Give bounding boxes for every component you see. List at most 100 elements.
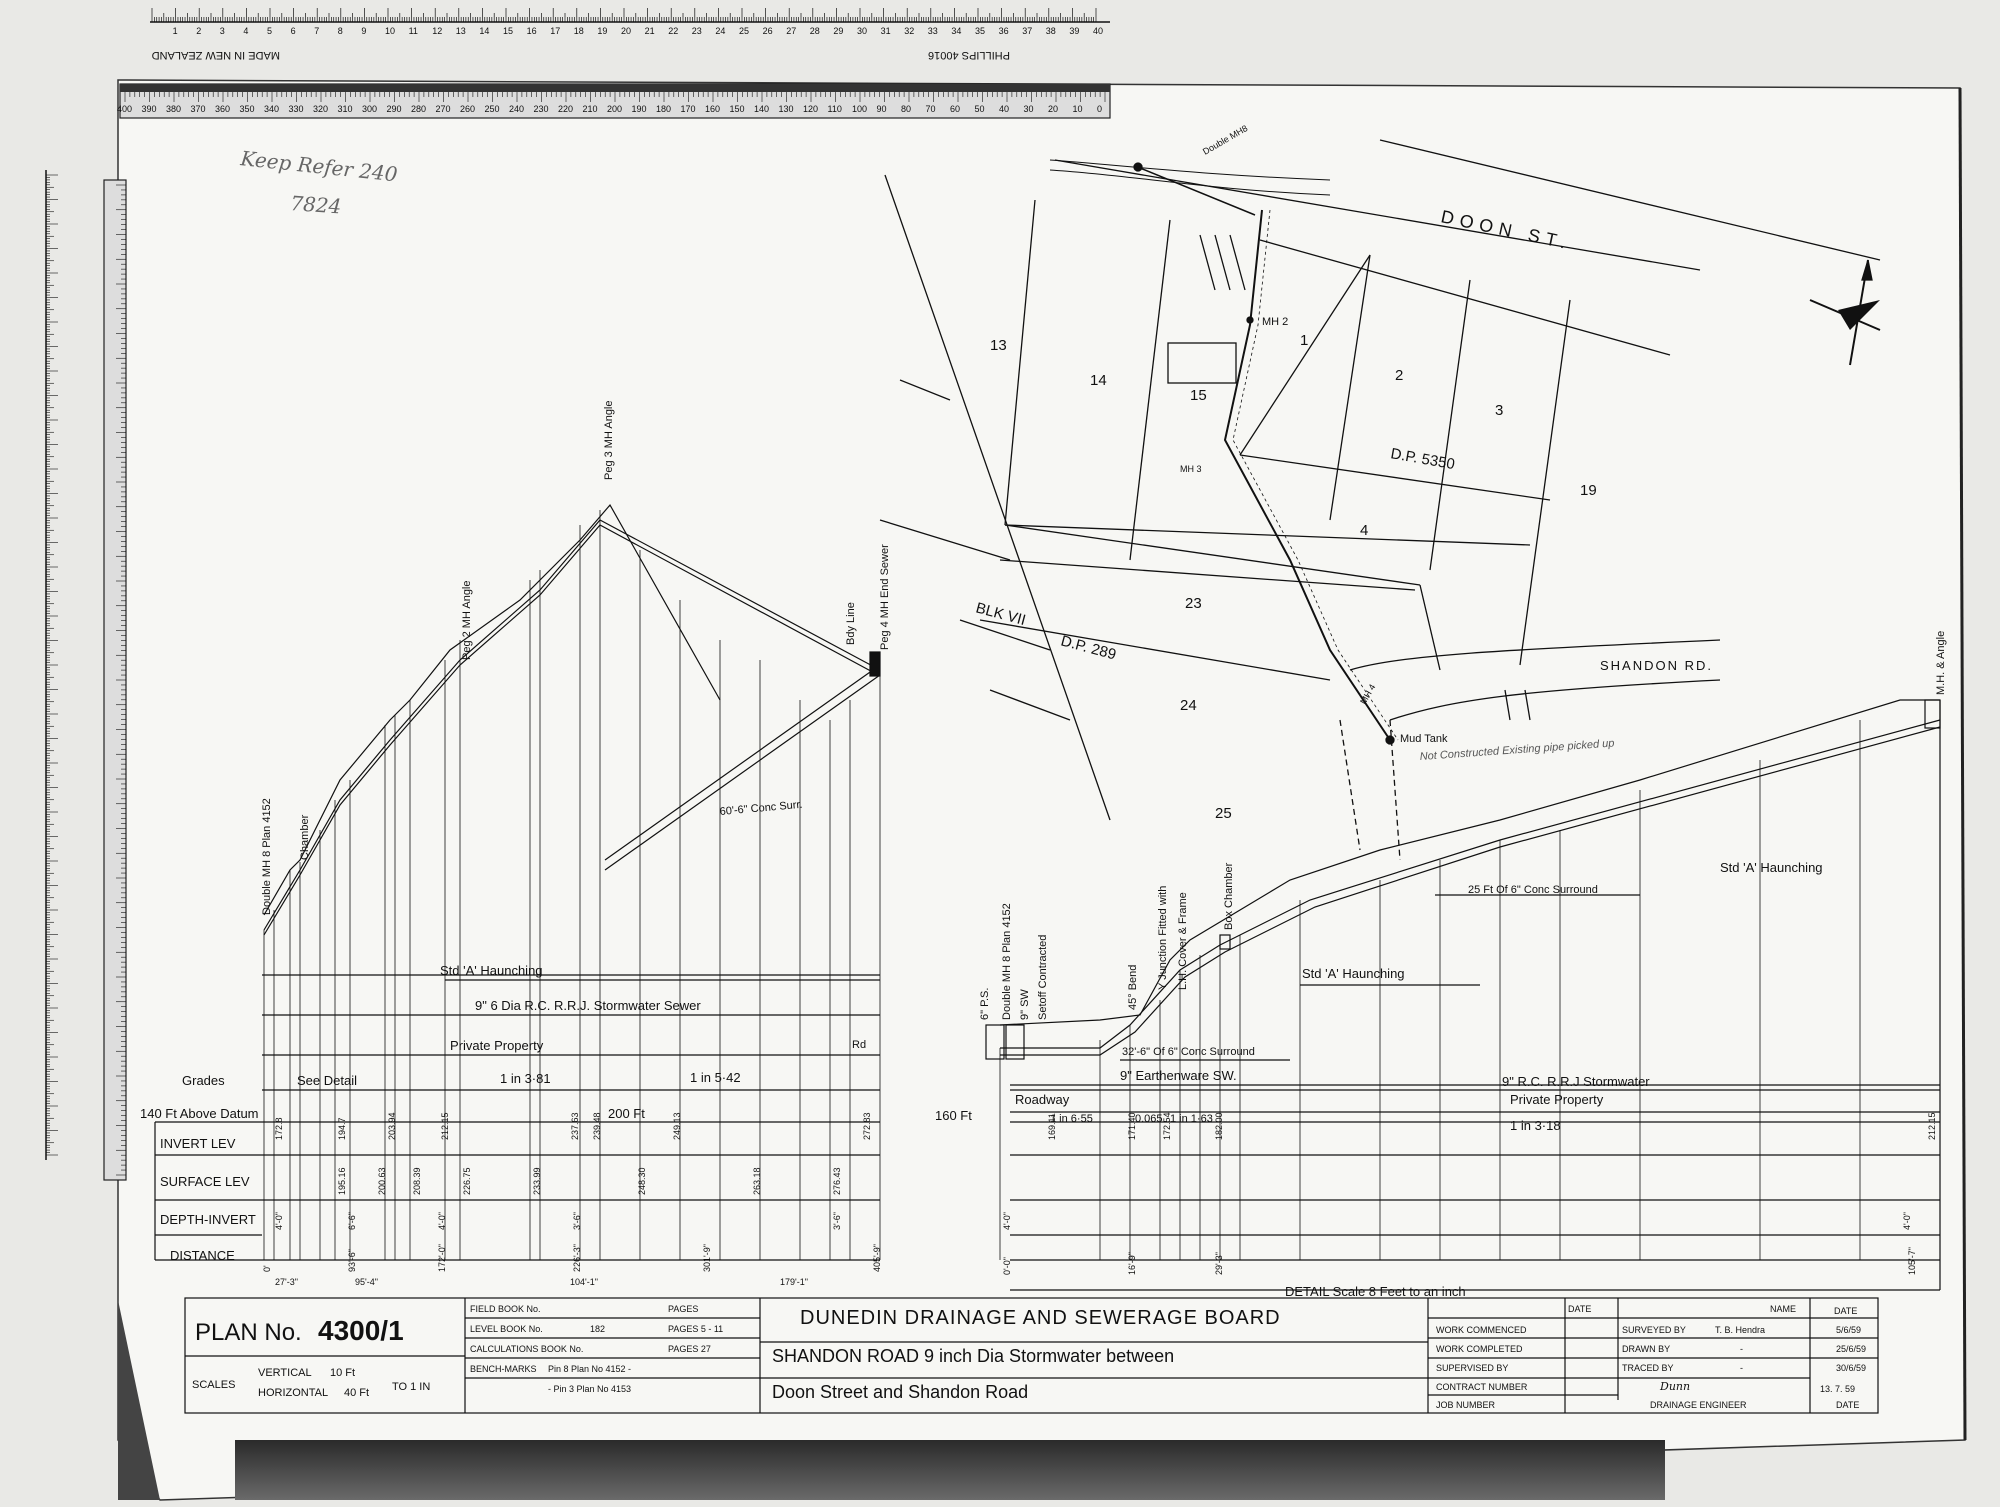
top-ruler-label: 32 — [904, 26, 914, 36]
scale-ruler-label: 20 — [1048, 104, 1058, 114]
top-ruler-label: 25 — [739, 26, 749, 36]
scale-ruler-label: 390 — [142, 104, 157, 114]
lp-distance-value: 93'-6" — [347, 1249, 357, 1272]
scales-vertical-val: 10 Ft — [330, 1367, 355, 1379]
scale-ruler-label: 290 — [387, 104, 402, 114]
scale-ruler-label: 370 — [191, 104, 206, 114]
lp-surface-value: 248.30 — [637, 1167, 647, 1195]
top-ruler-label: 12 — [432, 26, 442, 36]
rp-label-boxchamber: Box Chamber — [1223, 862, 1235, 930]
rp-grade-c: 1 in 3·18 — [1510, 1118, 1561, 1133]
top-ruler-label: 26 — [763, 26, 773, 36]
lot-label: 19 — [1580, 482, 1597, 499]
scale-ruler-label: 320 — [313, 104, 328, 114]
scale-ruler-label: 90 — [877, 104, 887, 114]
rp-label-ps: 6" P.S. — [979, 988, 991, 1020]
top-ruler-label: 30 — [857, 26, 867, 36]
scales-horizontal-val: 40 Ft — [344, 1387, 369, 1399]
top-ruler-label: 24 — [715, 26, 725, 36]
lp-grades: Grades — [182, 1073, 225, 1088]
supervised-by: SUPERVISED BY — [1436, 1363, 1508, 1373]
rp-grade-b: 1 in 1·63 — [1170, 1113, 1213, 1125]
lp-datum-200: 200 Ft — [608, 1106, 645, 1121]
top-ruler-label: 14 — [479, 26, 489, 36]
drawn-name: - — [1740, 1344, 1743, 1354]
lp-depth-value: 4'-0" — [437, 1212, 447, 1230]
top-ruler-label: 37 — [1022, 26, 1032, 36]
lp-row-invert: INVERT LEV — [160, 1136, 236, 1151]
rp-haunching-mid: Std 'A' Haunching — [1302, 966, 1405, 981]
lp-grade-see-detail: See Detail — [297, 1073, 357, 1088]
scale-ruler-label: 170 — [681, 104, 696, 114]
scale-ruler-label: 210 — [583, 104, 598, 114]
lp-invert-value: 249.13 — [672, 1112, 682, 1140]
rp-depth-value: 4'-0" — [1902, 1212, 1912, 1230]
lot-label: 4 — [1360, 522, 1368, 539]
street-shandon: SHANDON RD. — [1600, 658, 1713, 673]
scale-ruler-label: 120 — [803, 104, 818, 114]
lp-distance-value: 172'-0" — [437, 1244, 447, 1272]
lp-depth-value: 6'-6" — [347, 1212, 357, 1230]
scale-ruler-label: 400 — [117, 104, 132, 114]
field-book-label: FIELD BOOK No. — [470, 1304, 541, 1314]
engineer-signature: Dunn — [1659, 1380, 1690, 1393]
scan-shadow — [235, 1440, 1665, 1500]
scale-ruler-label: 380 — [166, 104, 181, 114]
title-line-2: Doon Street and Shandon Road — [772, 1382, 1028, 1402]
lp-haunching: Std 'A' Haunching — [440, 963, 543, 978]
lp-row-distance: DISTANCE — [170, 1248, 235, 1263]
lot-label: 24 — [1180, 697, 1197, 714]
job-number: JOB NUMBER — [1436, 1400, 1496, 1410]
top-ruler-label: 22 — [668, 26, 678, 36]
lot-label: 23 — [1185, 595, 1202, 612]
rp-label-sw: 9" SW — [1019, 989, 1031, 1020]
rp-distance-value: 105'-7" — [1907, 1247, 1917, 1275]
lp-grade-2: 1 in 5·42 — [690, 1070, 741, 1085]
top-ruler-label: 33 — [928, 26, 938, 36]
ruler-made-in: MADE IN NEW ZEALAND — [152, 49, 280, 61]
rp-conc-25: 25 Ft Of 6" Conc Surround — [1468, 884, 1598, 896]
lot-label: 15 — [1190, 387, 1207, 404]
scale-ruler-label: 340 — [264, 104, 279, 114]
lp-invert-value: 239.48 — [592, 1112, 602, 1140]
scale-ruler-label: 250 — [485, 104, 500, 114]
scale-ruler-label: 190 — [632, 104, 647, 114]
lp-label-peg3: Peg 3 MH Angle — [603, 401, 615, 481]
scale-ruler-label: 180 — [656, 104, 671, 114]
scale-ruler-label: 140 — [754, 104, 769, 114]
right-edge — [1958, 87, 1967, 1441]
lp-rd: Rd — [852, 1039, 866, 1051]
scales-vertical: VERTICAL — [258, 1367, 312, 1379]
rp-label-lhcover: L.H. Cover & Frame — [1177, 892, 1189, 990]
bench-marks-label: BENCH-MARKS — [470, 1364, 537, 1374]
date-col-header: DATE — [1834, 1306, 1857, 1316]
scale-ruler-label: 230 — [534, 104, 549, 114]
plan-label: PLAN No. — [195, 1319, 302, 1346]
top-ruler-label: 31 — [881, 26, 891, 36]
lot-label: 14 — [1090, 372, 1107, 389]
rp-earthenware: 9" Earthenware SW. — [1120, 1068, 1237, 1083]
date-footer: DATE — [1836, 1400, 1859, 1410]
scale-ruler-label: 110 — [828, 104, 842, 114]
scale-ruler-label: 260 — [460, 104, 475, 114]
scale-ruler-label: 150 — [730, 104, 745, 114]
lp-span-label: 27'-3" — [275, 1277, 298, 1287]
top-ruler-label: 19 — [597, 26, 607, 36]
mh3-label: MH 3 — [1180, 464, 1202, 474]
rp-invert-value: 171.40 — [1127, 1112, 1137, 1140]
date-drawn: 25/6/59 — [1836, 1344, 1866, 1354]
rp-distance-value: 16'-9" — [1127, 1252, 1137, 1275]
scale-ruler-label: 310 — [338, 104, 353, 114]
rp-roadway: Roadway — [1015, 1092, 1070, 1107]
lp-surface-value: 208.39 — [412, 1167, 422, 1195]
lp-grade-1: 1 in 3·81 — [500, 1071, 551, 1086]
top-ruler-label: 40 — [1093, 26, 1103, 36]
mh2-label: MH 2 — [1262, 316, 1288, 328]
lp-surface-value: 200.63 — [377, 1167, 387, 1195]
rp-detail-scale: DETAIL Scale 8 Feet to an inch — [1285, 1284, 1466, 1299]
top-ruler-label: 11 — [409, 26, 418, 36]
scale-ruler-label: 270 — [436, 104, 451, 114]
left-profile — [154, 503, 881, 1261]
name-header: NAME — [1770, 1304, 1796, 1314]
